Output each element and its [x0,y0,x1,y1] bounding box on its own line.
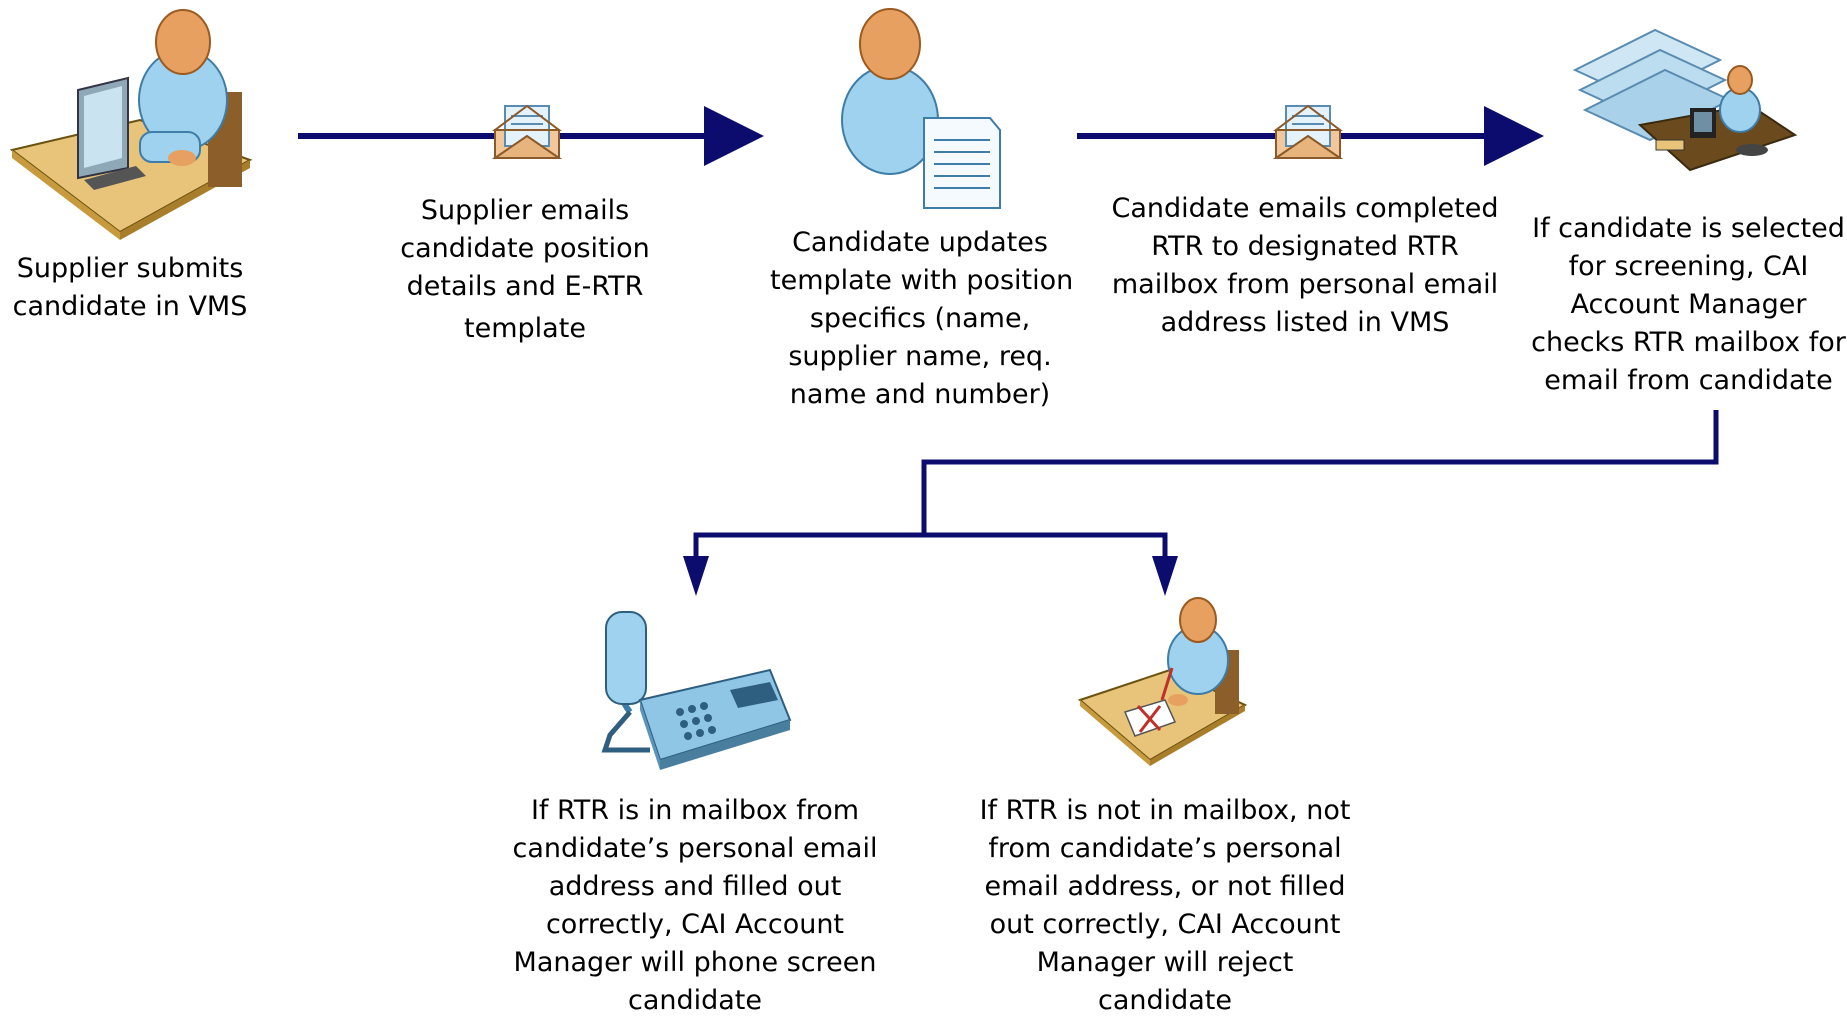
step-label-candidate-updates: Candidate updates template with position… [770,227,1074,410]
step-label-phone-screen: If RTR is in mailbox from candidate’s pe… [512,795,878,1016]
step-label-account-manager-checks: If candidate is selected for screening, … [1531,213,1846,396]
step-label-supplier-emails: Supplier emails candidate position detai… [400,195,650,344]
arrowhead-phone [683,556,709,596]
step-label-supplier-submits: Supplier submits candidate in VMS [12,253,248,322]
step-label-candidate-emails: Candidate emails completed RTR to design… [1111,193,1499,338]
branch-connector [921,410,1719,535]
arrowhead-reject [1152,556,1178,596]
step-label-reject: If RTR is not in mailbox, not from candi… [979,795,1351,1016]
